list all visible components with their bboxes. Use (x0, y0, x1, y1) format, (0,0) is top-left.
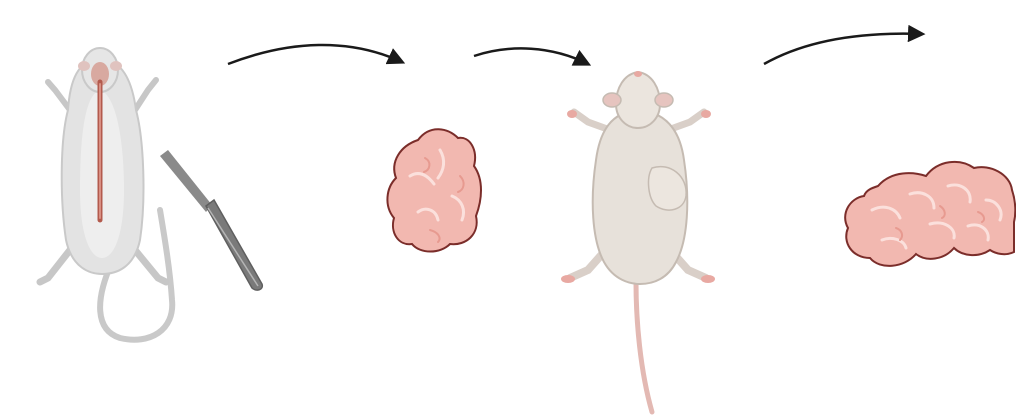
scalpel-icon (160, 150, 262, 290)
dissected-mouse-icon (40, 48, 172, 340)
small-tissue-icon (387, 129, 481, 251)
arrow-right-icon (228, 45, 402, 64)
large-tissue-icon (845, 162, 1015, 266)
recipient-mouse-icon (561, 71, 715, 412)
arrow-right-icon (764, 34, 922, 64)
arrow-right-icon (474, 48, 588, 64)
